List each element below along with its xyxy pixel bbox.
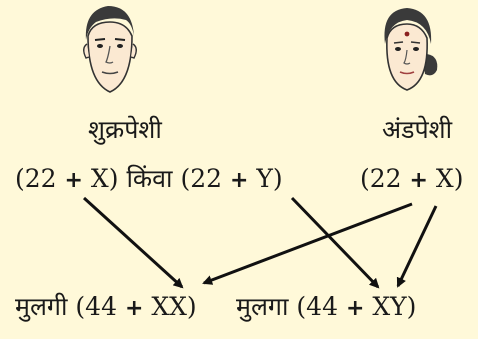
arrow-sperm-x-to-girl (84, 198, 182, 287)
arrow-egg-to-boy (398, 206, 436, 286)
arrow-sperm-y-to-boy (292, 198, 378, 287)
